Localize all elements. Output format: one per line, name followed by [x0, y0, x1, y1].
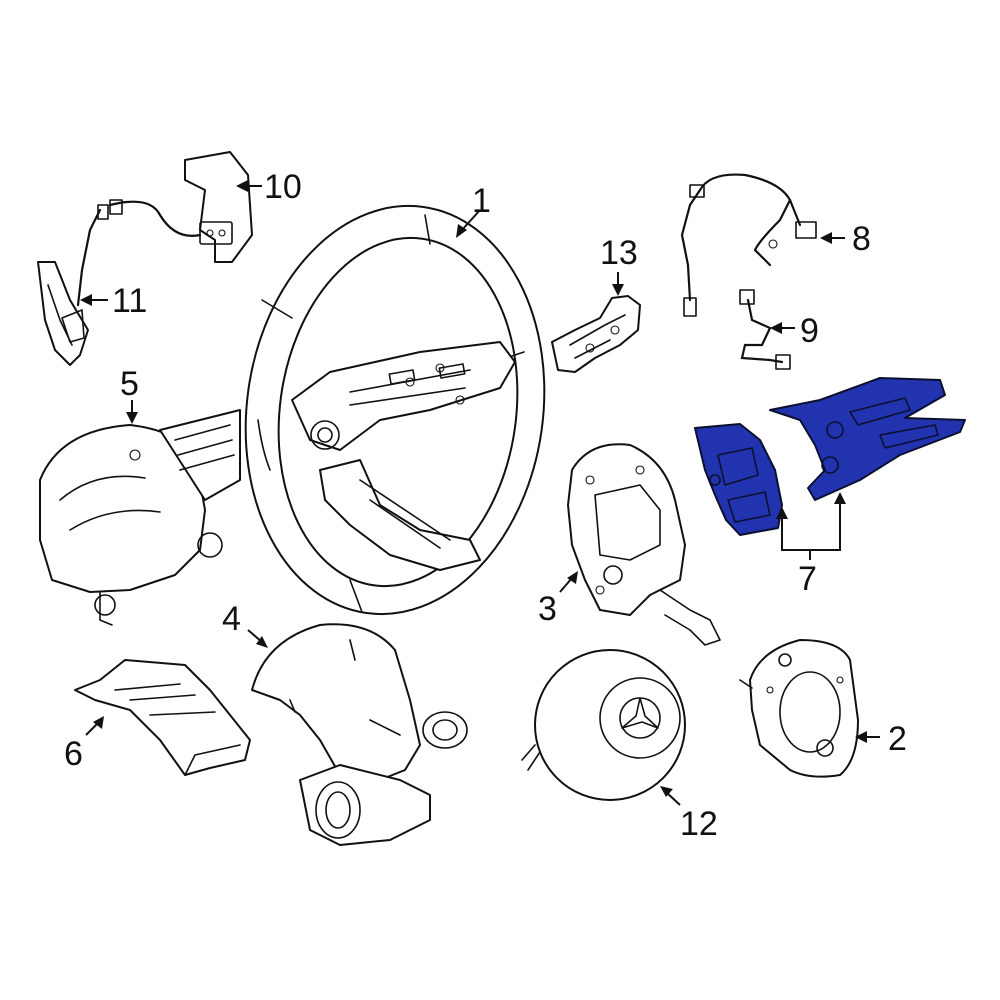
- leader-5: [126, 400, 138, 424]
- leader-6: [85, 716, 104, 736]
- callout-5: 5: [120, 365, 139, 403]
- leader-13: [612, 272, 624, 296]
- callout-2: 2: [888, 720, 907, 758]
- callout-7: 7: [798, 560, 817, 598]
- part-4-column-switch[interactable]: [251, 623, 468, 846]
- part-8-wiring-harness[interactable]: [680, 173, 817, 317]
- callout-3: 3: [538, 590, 557, 628]
- leader-11: [80, 294, 108, 306]
- part-6-lower-cover[interactable]: [74, 659, 251, 776]
- part-10-paddle-shifter[interactable]: [76, 151, 253, 307]
- part-9-wiring-harness[interactable]: [739, 289, 791, 370]
- part-5-column-shroud[interactable]: [39, 409, 241, 626]
- part-3-clock-spring[interactable]: [567, 443, 721, 646]
- part-7-switch-right[interactable]: [769, 377, 966, 501]
- leader-7: [776, 492, 846, 560]
- callout-6: 6: [64, 735, 83, 773]
- part-2-mounting-plate[interactable]: [739, 639, 859, 778]
- part-12-airbag[interactable]: [521, 649, 686, 801]
- leader-9: [770, 322, 795, 334]
- callout-9: 9: [800, 312, 819, 350]
- leader-8: [820, 232, 845, 244]
- star-emblem-icon: [619, 697, 661, 739]
- callout-11: 11: [112, 282, 147, 320]
- leader-2: [855, 731, 880, 743]
- callout-12: 12: [680, 805, 718, 843]
- callout-10: 10: [264, 168, 302, 206]
- part-11-paddle-shifter[interactable]: [37, 261, 89, 366]
- leader-3: [559, 571, 578, 593]
- leader-10: [236, 180, 262, 192]
- part-13-trim-cover[interactable]: [551, 295, 641, 373]
- callout-8: 8: [852, 220, 871, 258]
- callout-13: 13: [600, 234, 638, 272]
- part-7-switch-left[interactable]: [694, 423, 783, 536]
- callout-4: 4: [222, 600, 241, 638]
- leader-12: [660, 786, 681, 806]
- callout-1: 1: [472, 182, 491, 220]
- leader-4: [247, 629, 268, 648]
- part-1-steering-wheel[interactable]: [220, 186, 570, 633]
- leader-1: [456, 209, 481, 238]
